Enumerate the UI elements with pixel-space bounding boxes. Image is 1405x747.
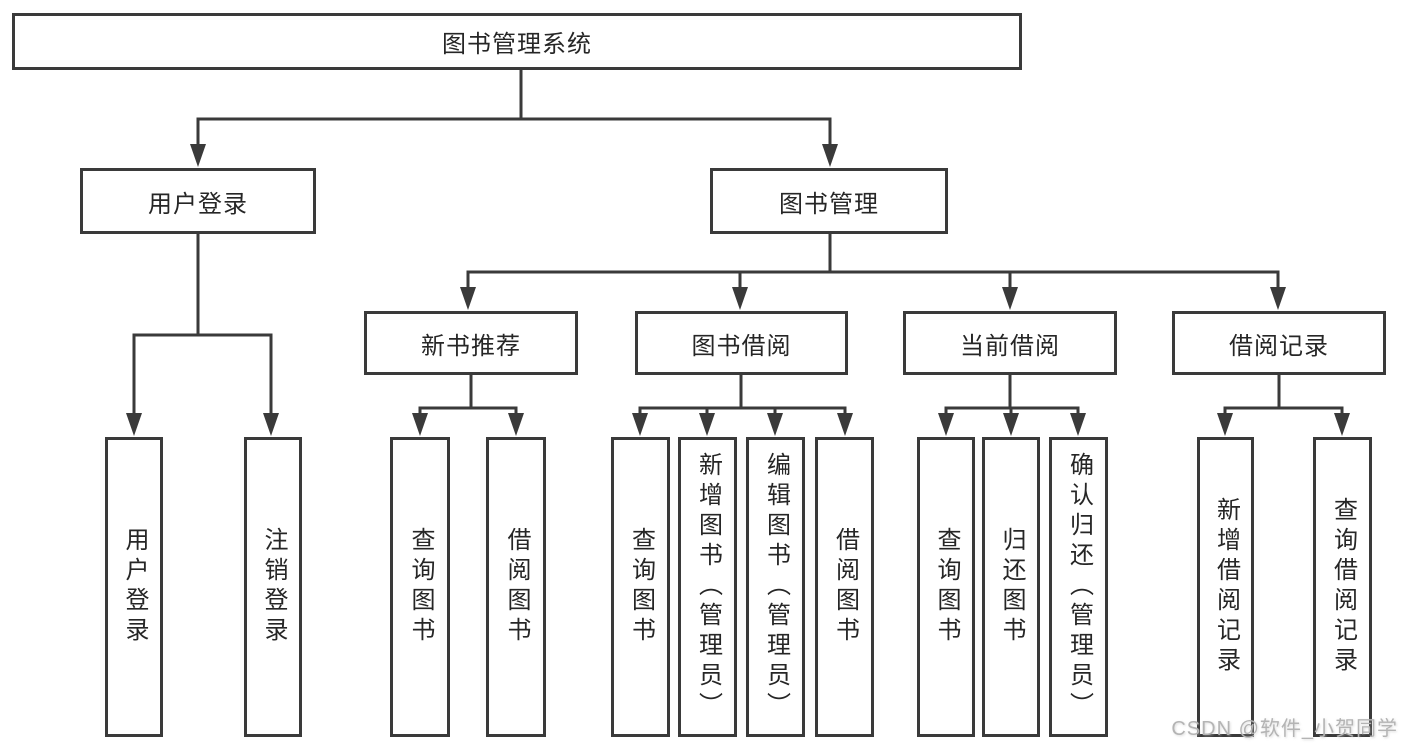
leaf-bb-query-books-label: 查询图书	[627, 527, 655, 647]
arrowhead	[699, 413, 715, 436]
leaf-cb-confirm-return-admin-label: 确认归还（管理员）	[1065, 452, 1093, 722]
leaf-br-add-borrow-record-label: 新增借阅记录	[1212, 497, 1240, 677]
arrowhead	[1003, 413, 1019, 436]
arrowhead	[460, 287, 476, 310]
node-root: 图书管理系统	[12, 13, 1022, 70]
node-new-book-recommendation: 新书推荐	[364, 311, 578, 375]
leaf-bb-borrow-books: 借阅图书	[815, 437, 874, 737]
edge-root-to-level2	[196, 70, 832, 146]
edge-user-login-children	[132, 234, 273, 415]
arrowhead	[767, 413, 783, 436]
node-borrowing-records: 借阅记录	[1172, 311, 1386, 375]
leaf-bb-add-books-admin-label: 新增图书（管理员）	[694, 452, 722, 722]
node-borrowing-records-label: 借阅记录	[1229, 332, 1329, 360]
leaf-bb-add-books-admin: 新增图书（管理员）	[678, 437, 737, 737]
arrowhead	[822, 144, 838, 167]
leaf-nbr-borrow-books-label: 借阅图书	[503, 527, 530, 647]
arrowhead	[1002, 287, 1018, 310]
node-current-borrowing: 当前借阅	[903, 311, 1117, 375]
leaf-nbr-query-books-label: 查询图书	[407, 527, 434, 647]
node-book-management: 图书管理	[710, 168, 948, 234]
arrowhead	[1270, 287, 1286, 310]
edge-book-borrow-children	[638, 375, 847, 415]
node-new-book-recommendation-label: 新书推荐	[421, 332, 521, 360]
arrowhead	[126, 413, 142, 436]
leaf-logout-label: 注销登录	[260, 527, 287, 647]
leaf-logout: 注销登录	[244, 437, 302, 737]
csdn-watermark: CSDN @软件_小贺同学	[1171, 718, 1398, 740]
arrowhead	[938, 413, 954, 436]
arrowhead	[632, 413, 648, 436]
leaf-br-query-borrow-record-label: 查询借阅记录	[1329, 497, 1357, 677]
leaf-br-query-borrow-record: 查询借阅记录	[1313, 437, 1372, 737]
arrowhead	[412, 413, 428, 436]
leaf-user-login-label: 用户登录	[121, 527, 148, 647]
node-user-login-label: 用户登录	[148, 190, 248, 218]
edge-borrow-records-children	[1223, 375, 1344, 415]
leaf-nbr-query-books: 查询图书	[390, 437, 450, 737]
node-current-borrowing-label: 当前借阅	[960, 332, 1060, 360]
leaf-user-login: 用户登录	[105, 437, 163, 737]
leaf-cb-confirm-return-admin: 确认归还（管理员）	[1049, 437, 1108, 737]
edge-book-mgmt-children	[466, 234, 1280, 289]
leaf-bb-edit-books-admin: 编辑图书（管理员）	[746, 437, 805, 737]
arrowhead	[1334, 413, 1350, 436]
edge-current-borrow-children	[944, 375, 1080, 415]
arrowhead	[1070, 413, 1086, 436]
arrowhead	[263, 413, 279, 436]
arrowhead	[508, 413, 524, 436]
leaf-bb-edit-books-admin-label: 编辑图书（管理员）	[762, 452, 790, 722]
leaf-cb-query-books: 查询图书	[917, 437, 975, 737]
leaf-cb-return-books-label: 归还图书	[998, 527, 1025, 647]
node-book-management-label: 图书管理	[779, 190, 879, 218]
arrowhead	[1217, 413, 1233, 436]
leaf-nbr-borrow-books: 借阅图书	[486, 437, 546, 737]
node-book-borrowing-label: 图书借阅	[691, 332, 792, 360]
arrowhead	[190, 144, 206, 167]
leaf-br-add-borrow-record: 新增借阅记录	[1197, 437, 1254, 737]
leaf-cb-return-books: 归还图书	[982, 437, 1040, 737]
arrowhead	[732, 287, 748, 310]
edge-new-book-rec-children	[418, 375, 518, 415]
node-book-borrowing: 图书借阅	[635, 311, 848, 375]
arrowhead	[837, 413, 853, 436]
node-user-login: 用户登录	[80, 168, 316, 234]
leaf-bb-query-books: 查询图书	[611, 437, 670, 737]
leaf-cb-query-books-label: 查询图书	[933, 527, 960, 647]
leaf-bb-borrow-books-label: 借阅图书	[831, 527, 859, 647]
node-root-label: 图书管理系统	[442, 31, 592, 58]
